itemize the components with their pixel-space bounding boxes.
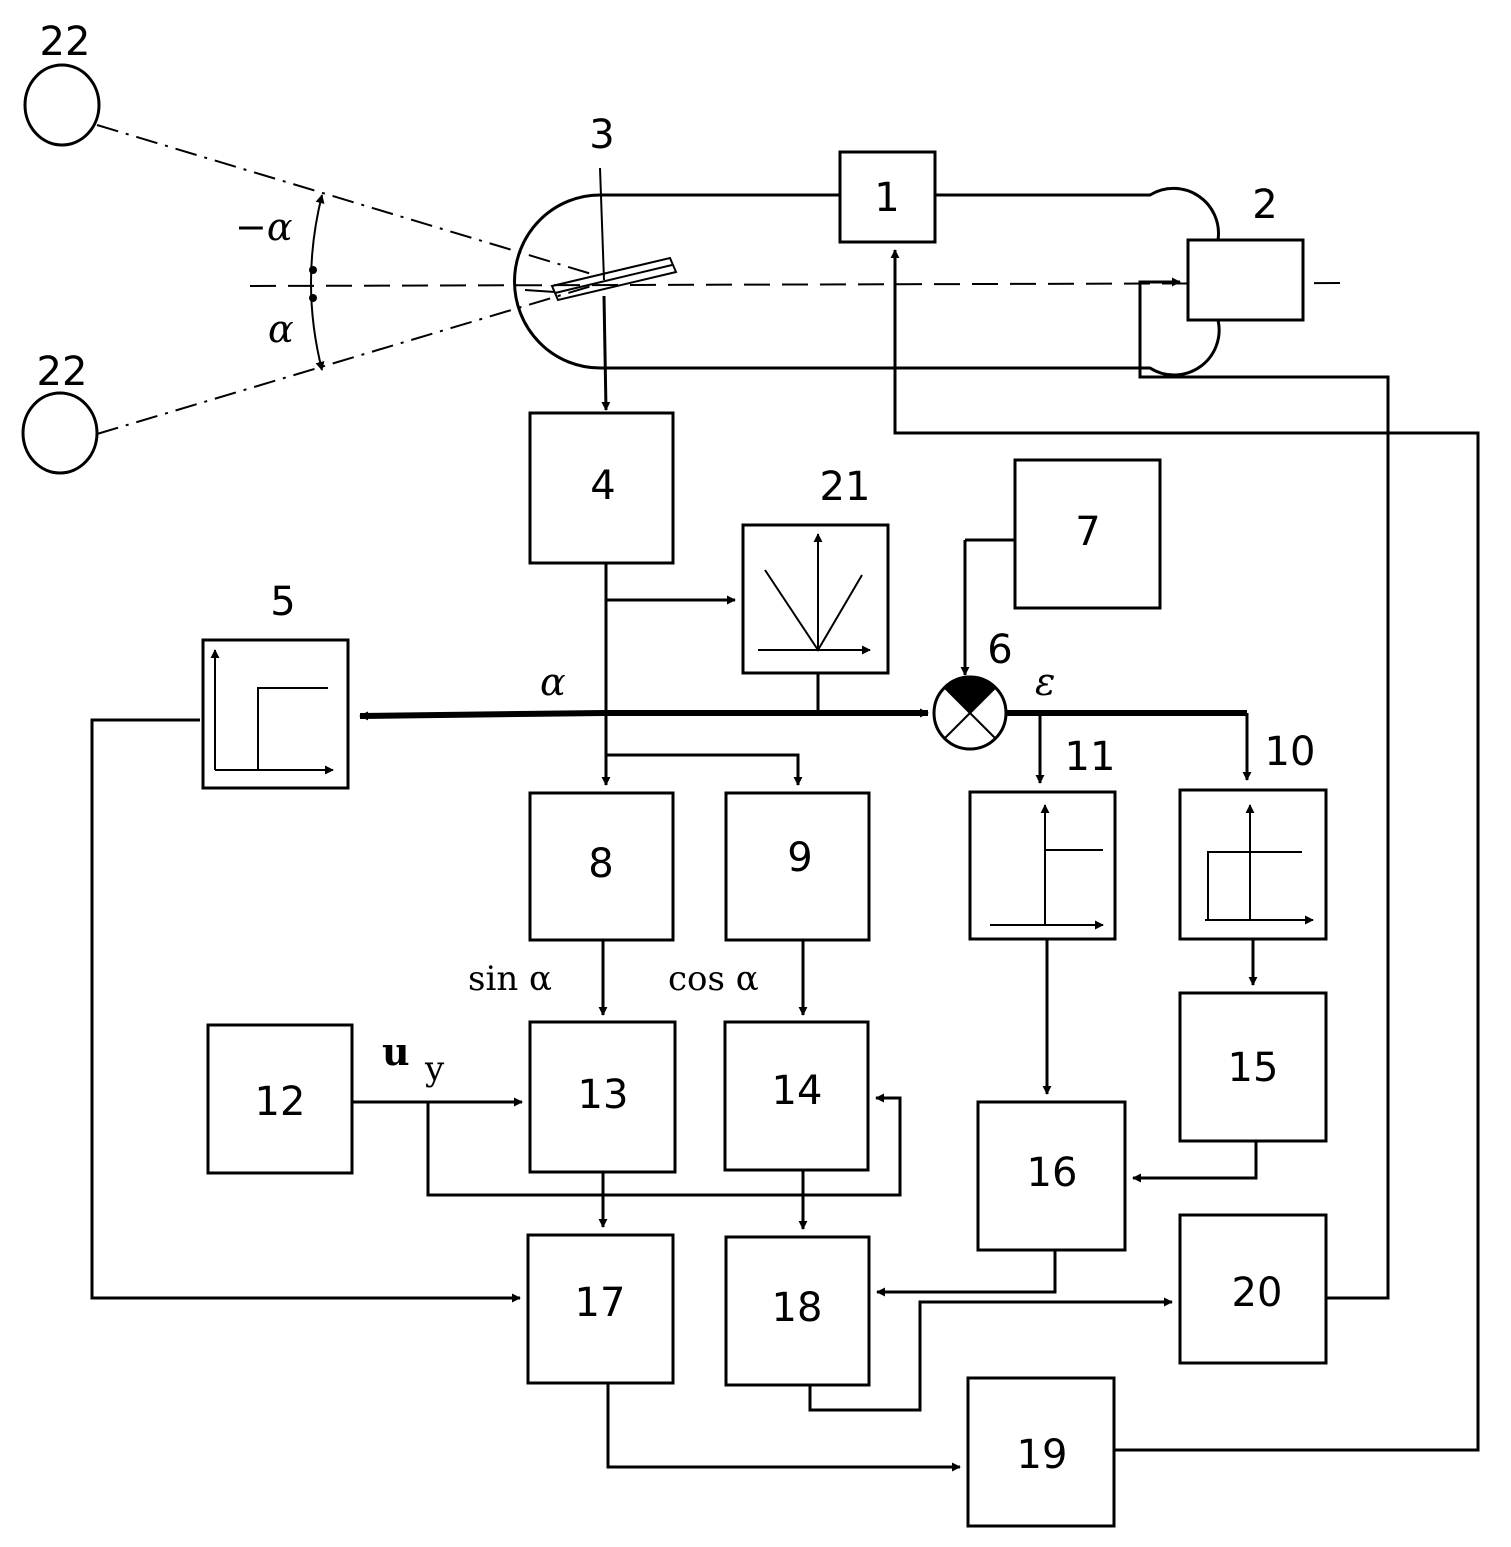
block-12: 12 (208, 1025, 352, 1173)
block-13-label: 13 (578, 1072, 629, 1118)
block-14-label: 14 (772, 1068, 823, 1114)
conn-3-to-4 (604, 296, 606, 410)
block-4: 4 (530, 413, 673, 563)
mirror-axis-top (600, 168, 604, 280)
angle-arc (311, 195, 322, 370)
block-18: 18 (726, 1237, 869, 1385)
block-16-label: 16 (1027, 1150, 1078, 1196)
conn-4-to-9 (606, 755, 798, 785)
label-22-bottom: 22 (37, 349, 88, 395)
target-22-top: 22 (25, 19, 99, 145)
block-14: 14 (725, 1022, 868, 1170)
block-19-label: 19 (1017, 1432, 1068, 1478)
alpha-bus-left (360, 713, 604, 716)
arc-mark-1 (309, 266, 317, 274)
block-9-label: 9 (787, 835, 812, 881)
block-2-label: 2 (1252, 182, 1277, 228)
block-8-label: 8 (588, 841, 613, 887)
conn-15-to-16 (1133, 1141, 1256, 1178)
block-17: 17 (528, 1235, 673, 1383)
conn-16-to-18 (877, 1250, 1055, 1292)
scanning-mirror-3 (525, 258, 676, 300)
block-12-label: 12 (255, 1079, 306, 1125)
minus-alpha-label: −α (235, 205, 293, 249)
block-4-label: 4 (590, 463, 615, 509)
alpha-angle-label: α (268, 307, 294, 351)
target-22-bottom: 22 (23, 349, 97, 473)
block-20-label: 20 (1232, 1270, 1283, 1316)
block-7-label: 7 (1075, 509, 1100, 555)
label-3: 3 (589, 112, 614, 158)
u-label: u (382, 1029, 410, 1074)
block-15-label: 15 (1228, 1045, 1279, 1091)
label-5: 5 (270, 579, 295, 625)
block-16: 16 (978, 1102, 1125, 1250)
block-19: 19 (968, 1378, 1114, 1526)
sin-alpha-label: sin α (468, 959, 552, 999)
block-20: 20 (1180, 1215, 1326, 1363)
block-10-pulse: 10 (1180, 729, 1326, 939)
block-8: 8 (530, 793, 673, 940)
block-1-label: 1 (874, 175, 899, 221)
block-13: 13 (530, 1022, 675, 1172)
alpha-bus-label: α (540, 660, 566, 704)
block-17-label: 17 (575, 1280, 626, 1326)
optical-axis (250, 283, 1350, 286)
u-subscript: y (424, 1049, 445, 1089)
block-9: 9 (726, 793, 869, 940)
sight-line-bottom (97, 285, 595, 434)
block-18-label: 18 (772, 1285, 823, 1331)
conn-17-to-19 (608, 1383, 960, 1467)
block-5-threshold: 5 (203, 579, 348, 788)
cos-alpha-label: cos α (668, 959, 759, 999)
block-7: 7 (1015, 460, 1160, 608)
label-21: 21 (820, 464, 871, 510)
label-6: 6 (987, 627, 1012, 673)
label-10: 10 (1265, 729, 1316, 775)
block-1: 1 (840, 152, 935, 242)
label-22-top: 22 (40, 19, 91, 65)
block-21-characteristic: 21 (743, 464, 888, 673)
conn-5-to-17 (92, 720, 520, 1298)
comparator-6: 6 (934, 627, 1013, 749)
block-11-step: 11 (970, 734, 1115, 939)
arc-mark-2 (309, 294, 317, 302)
epsilon-label: ε (1035, 660, 1055, 704)
label-11: 11 (1065, 734, 1116, 780)
block-15: 15 (1180, 993, 1326, 1141)
